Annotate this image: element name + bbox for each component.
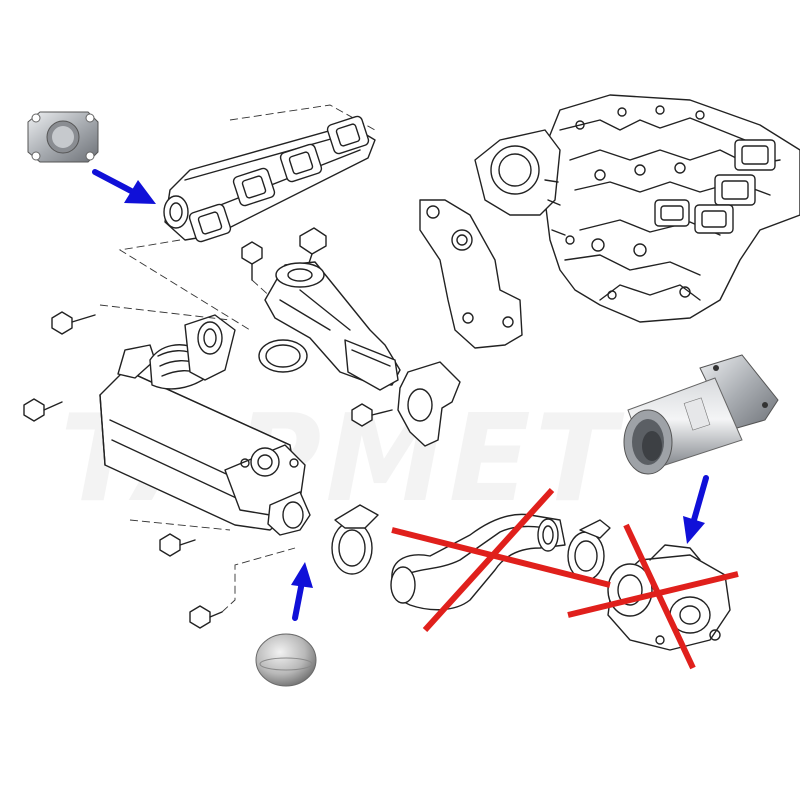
blanking-plate-arrow xyxy=(92,169,156,204)
egr-valve xyxy=(607,544,731,651)
egr-cooler xyxy=(99,304,311,536)
egr-pipe xyxy=(390,513,611,611)
engine-block xyxy=(474,94,800,323)
pipe-clamp-bracket xyxy=(351,361,461,447)
hose-clamp xyxy=(331,504,379,575)
egr-pipe-cross xyxy=(391,487,611,633)
replacement-pipe-arrow xyxy=(683,475,709,544)
blanking-plate-photo xyxy=(27,111,99,163)
blanking-plug-photo xyxy=(255,633,317,687)
egr-valve-cross xyxy=(567,523,739,670)
exhaust-manifold xyxy=(118,104,376,331)
manifold-bolts xyxy=(241,227,327,311)
cooler-bolts xyxy=(23,311,296,629)
replacement-pipe-photo xyxy=(623,354,779,475)
blanking-plug-arrow xyxy=(291,562,313,621)
o-ring-seal xyxy=(258,339,308,373)
mounting-bracket xyxy=(419,199,523,349)
egr-valve-housing xyxy=(264,261,401,391)
